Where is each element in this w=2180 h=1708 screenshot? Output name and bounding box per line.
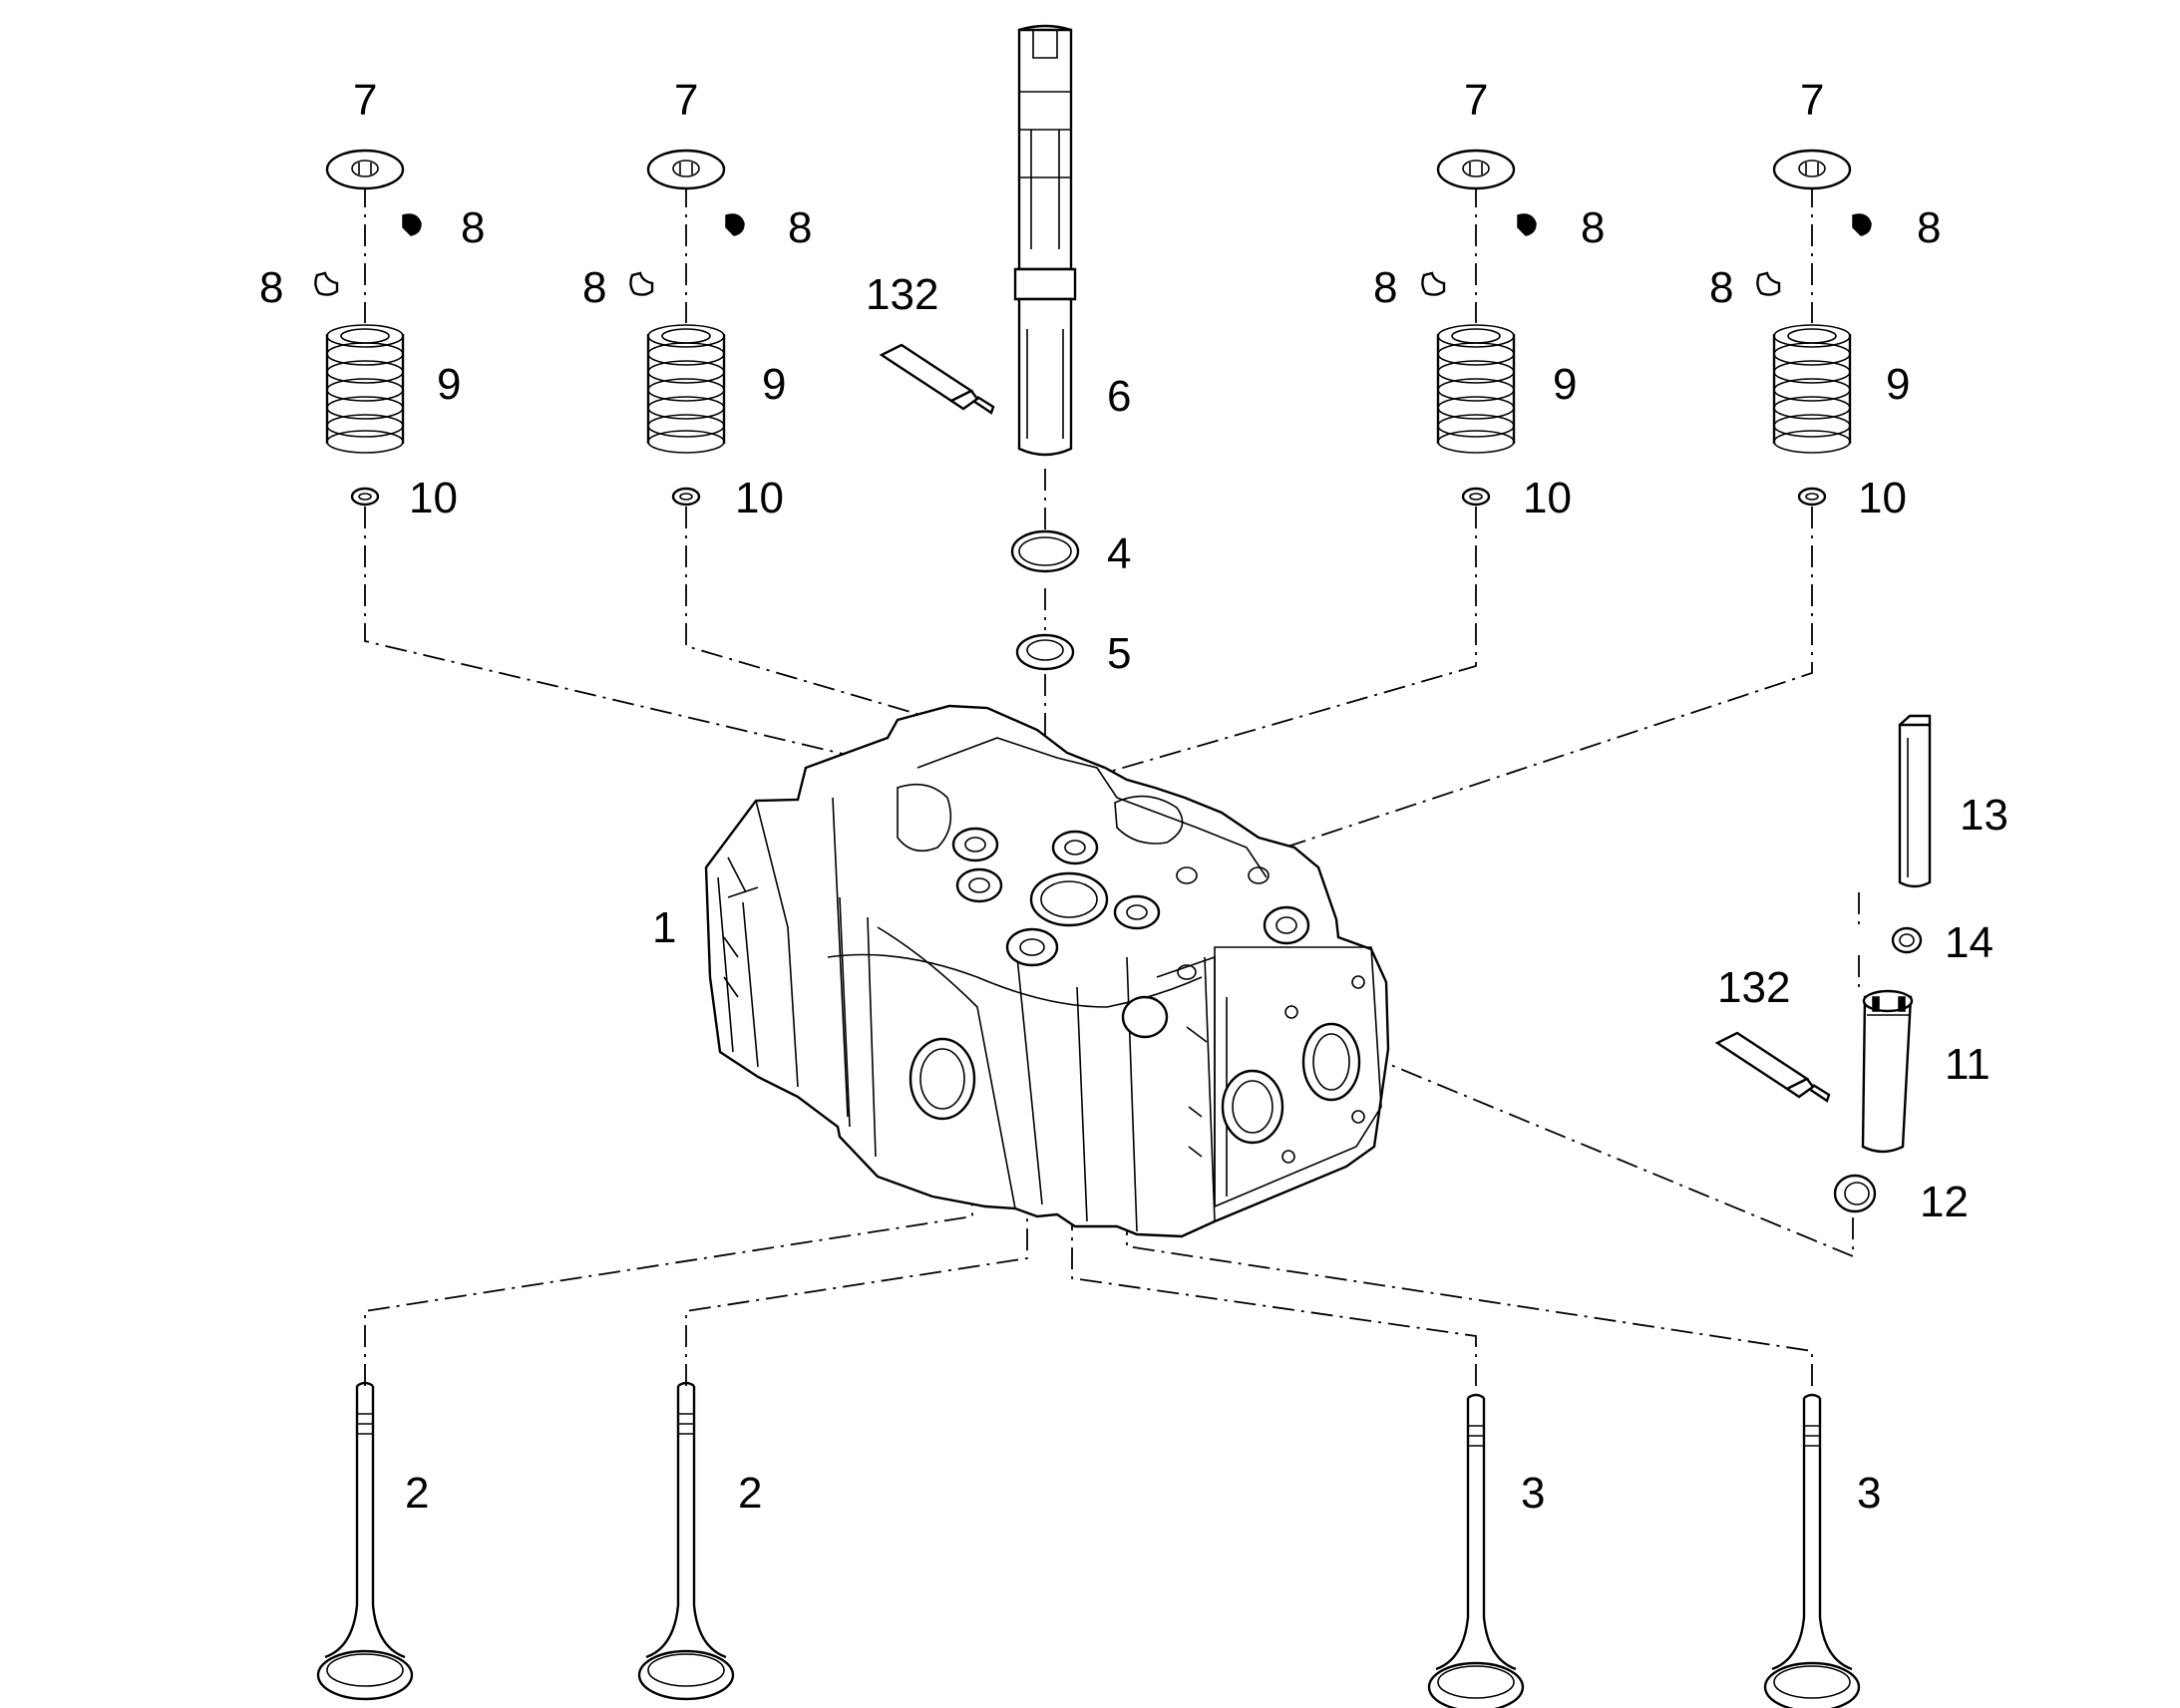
key-8h-white — [1756, 271, 1781, 296]
retainer-7b — [646, 149, 726, 190]
injector-sleeve-6 — [1013, 24, 1077, 457]
callout-6: 6 — [1107, 372, 1131, 421]
washer-10d — [1797, 487, 1827, 507]
callout-10a: 10 — [409, 474, 458, 522]
callout-5: 5 — [1107, 629, 1131, 678]
valve-train-group-a — [314, 149, 422, 507]
o-ring-14 — [1891, 926, 1923, 954]
cylinder-head-1 — [704, 704, 1390, 1238]
key-8f-white — [1421, 271, 1446, 296]
callout-9c: 9 — [1553, 360, 1577, 409]
o-ring-4 — [1010, 529, 1080, 573]
callout-13: 13 — [1960, 791, 2008, 840]
callout-1: 1 — [652, 903, 676, 952]
callout-9d: 9 — [1886, 360, 1910, 409]
callout-10d: 10 — [1858, 474, 1907, 522]
valve-train-group-d — [1756, 149, 1872, 507]
callout-7b: 7 — [674, 76, 698, 125]
callout-9b: 9 — [762, 360, 786, 409]
valve-train-group-b — [629, 149, 745, 507]
callout-14: 14 — [1945, 918, 1994, 967]
callout-labels: 7 7 7 7 8 8 8 8 8 8 8 8 9 9 9 9 10 10 10… — [259, 76, 2008, 1518]
callout-8e: 8 — [1581, 203, 1605, 252]
key-8d-white — [629, 271, 654, 296]
callout-2a: 2 — [405, 1469, 429, 1518]
valve-train-group-c — [1421, 149, 1537, 507]
washer-10c — [1461, 487, 1491, 507]
seal-12 — [1833, 1174, 1877, 1213]
callout-132-lower: 132 — [1717, 963, 1790, 1012]
callout-3b: 3 — [1857, 1469, 1881, 1518]
valve-2b — [637, 1381, 735, 1701]
callout-7d: 7 — [1800, 76, 1824, 125]
callout-8b: 8 — [259, 263, 283, 312]
spring-9c — [1436, 323, 1516, 455]
key-8e-black — [1517, 213, 1537, 236]
key-8g-black — [1852, 213, 1872, 236]
sealant-tube-132-upper — [880, 343, 995, 415]
seal-ring-5 — [1015, 633, 1075, 671]
callout-11: 11 — [1945, 1040, 1991, 1089]
spring-9b — [646, 323, 726, 455]
callout-8f: 8 — [1373, 263, 1397, 312]
retainer-7a — [325, 149, 405, 190]
callout-4: 4 — [1107, 529, 1131, 578]
callout-132-upper: 132 — [866, 270, 938, 319]
callout-10c: 10 — [1523, 474, 1572, 522]
callout-8c: 8 — [788, 203, 812, 252]
key-8a-black — [402, 213, 422, 236]
callout-10b: 10 — [735, 474, 784, 522]
retainer-7d — [1772, 149, 1852, 190]
washer-10a — [350, 487, 380, 507]
callout-3a: 3 — [1521, 1469, 1545, 1518]
valve-3a — [1427, 1393, 1525, 1708]
key-8b-white — [314, 271, 339, 296]
spring-9d — [1772, 323, 1852, 455]
sealant-tube-132-lower — [1715, 1031, 1831, 1103]
callout-8h: 8 — [1709, 263, 1733, 312]
valve-3b — [1763, 1393, 1861, 1708]
callout-12: 12 — [1920, 1178, 1969, 1226]
callout-7c: 7 — [1464, 76, 1488, 125]
callout-8g: 8 — [1917, 203, 1941, 252]
valve-2a — [316, 1381, 414, 1701]
callout-2b: 2 — [738, 1469, 762, 1518]
washer-10b — [671, 487, 701, 507]
key-8c-black — [725, 213, 745, 236]
callout-7a: 7 — [353, 76, 377, 125]
spring-9a — [325, 323, 405, 455]
sleeve-11 — [1861, 989, 1914, 1154]
pin-13 — [1898, 714, 1932, 888]
callout-8a: 8 — [461, 203, 485, 252]
callout-9a: 9 — [437, 360, 461, 409]
callout-8d: 8 — [582, 263, 606, 312]
retainer-7c — [1436, 149, 1516, 190]
